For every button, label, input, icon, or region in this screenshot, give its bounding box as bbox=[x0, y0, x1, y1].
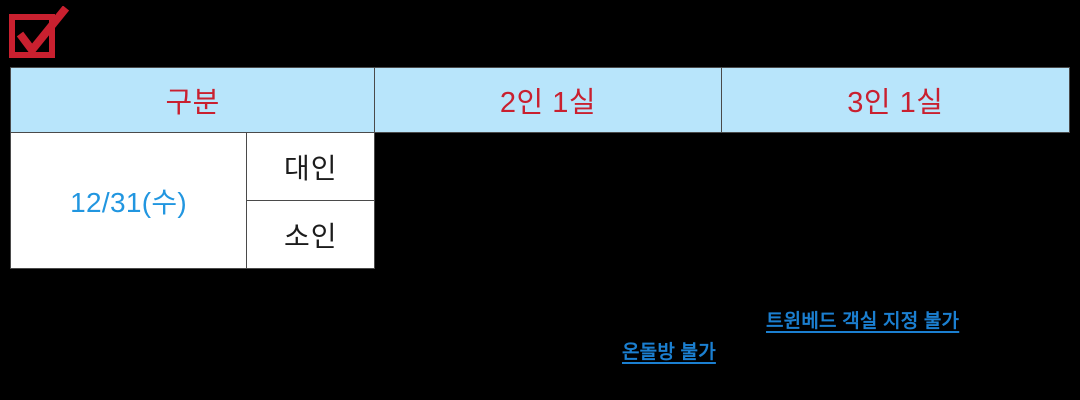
cell-guest-type-child: 소인 bbox=[246, 200, 376, 269]
cell-price-child-double bbox=[374, 200, 722, 269]
cell-date: 12/31(수) bbox=[9, 132, 248, 269]
annotation-twin-bed: 트윈베드 객실 지정 불가 bbox=[766, 311, 960, 332]
table-row: 12/31(수) 대인 bbox=[9, 132, 1070, 269]
table-header-category: 구분 bbox=[9, 67, 376, 133]
annotation-ondol: 온돌방 불가 bbox=[622, 342, 716, 363]
cell-guest-type-adult: 대인 bbox=[246, 132, 376, 201]
table-header-row: 구분 2인 1실 3인 1실 bbox=[9, 67, 1071, 133]
table-header-triple-room: 3인 1실 bbox=[720, 67, 1071, 133]
cell-price-adult-triple bbox=[721, 132, 1070, 201]
cell-price-child-triple bbox=[721, 200, 1070, 269]
checkbox-checked-icon bbox=[8, 6, 70, 58]
table-row: 소인 bbox=[11, 200, 1070, 269]
room-rate-table: 구분 2인 1실 3인 1실 12/31(수) 대인 소인 bbox=[9, 67, 1071, 269]
table-header-double-room: 2인 1실 bbox=[374, 67, 722, 133]
cell-price-adult-double bbox=[374, 132, 722, 201]
